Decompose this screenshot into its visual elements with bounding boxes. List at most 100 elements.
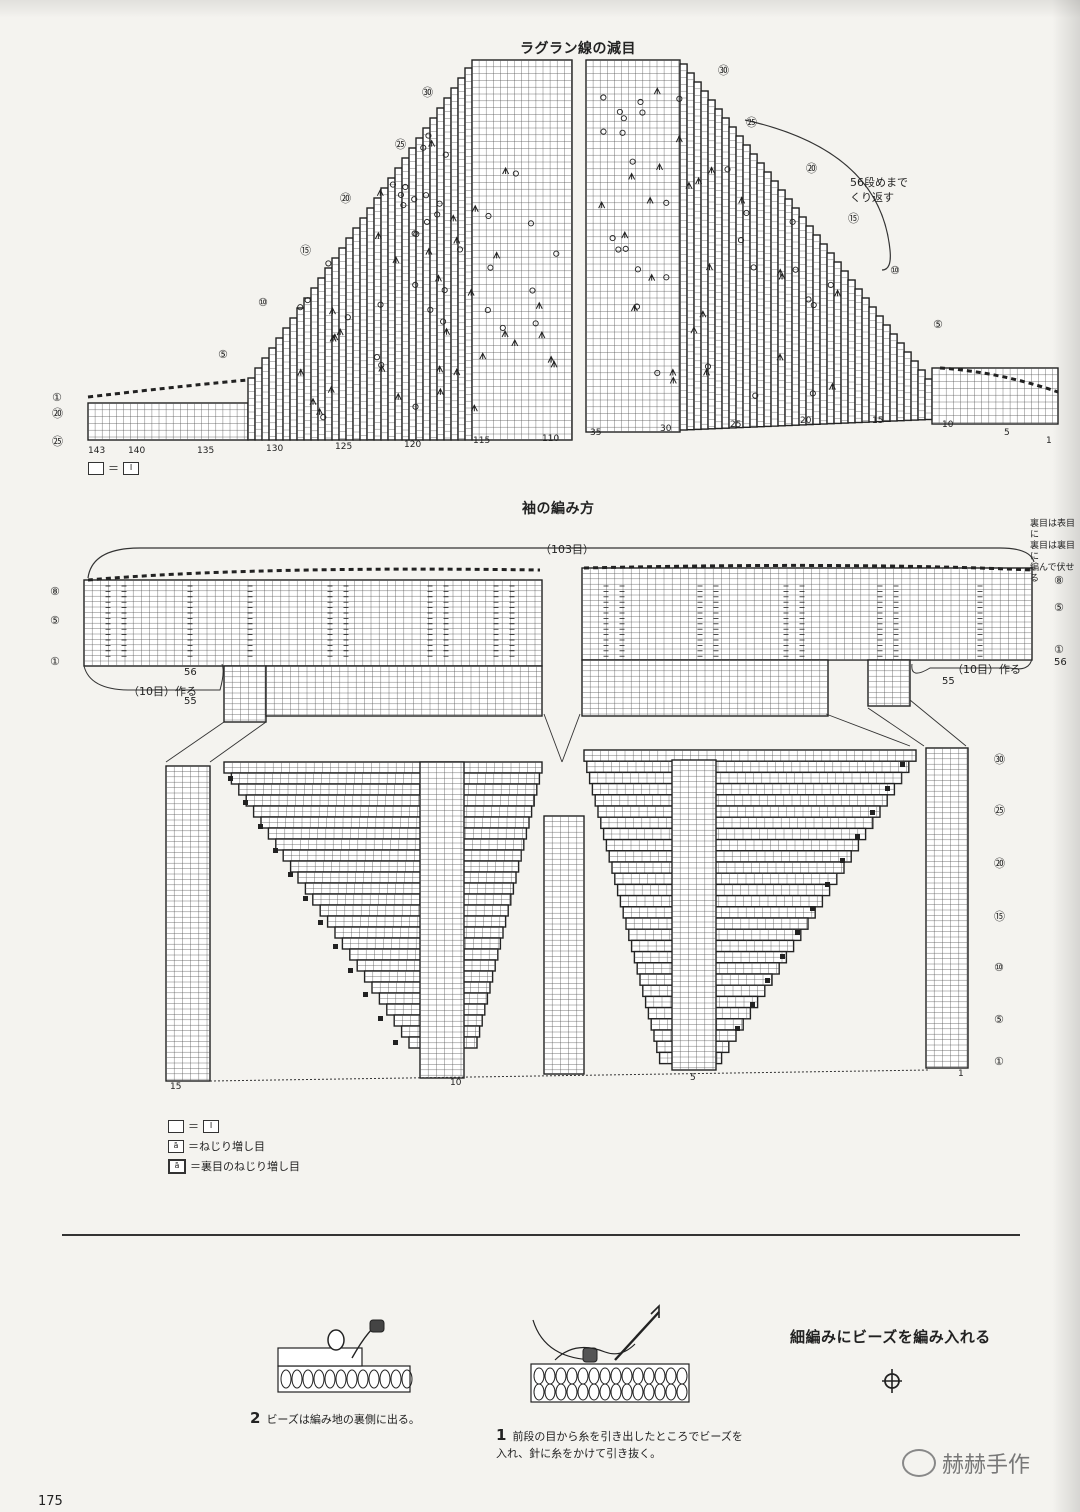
sleeve-lower-col-left: [165, 765, 211, 1082]
sleeve-stitch-number: 15: [170, 1082, 182, 1092]
bead-step2-caption: 2 ビーズは編み地の裏側に出る。: [250, 1410, 420, 1428]
increase-symbol: [258, 824, 263, 829]
decrease-symbol: [502, 166, 510, 175]
sleeve-left-tri-row: [223, 761, 543, 774]
step-number: 2: [250, 1409, 261, 1427]
decrease-symbol: [435, 274, 442, 282]
raglan-row-marker: ⑩: [258, 296, 268, 309]
raglan-left-step: [401, 157, 410, 441]
sleeve-left-tri-row: [275, 838, 525, 851]
increase-symbol: [825, 882, 830, 887]
raglan-left-step: [310, 287, 319, 441]
raglan-stitch-number: 35: [590, 428, 602, 438]
sleeve-row-55-right: 55: [942, 676, 955, 687]
increase-symbol: [795, 930, 800, 935]
raglan-left-base: [87, 402, 249, 441]
sleeve-width-bracket: [87, 547, 1035, 579]
increase-symbol: [243, 800, 248, 805]
sleeve-left-tri-row: [319, 904, 509, 917]
increase-symbol: [363, 992, 368, 997]
yarn-over-symbol: [325, 260, 332, 267]
decrease-symbol: [646, 196, 654, 204]
decrease-symbol: [336, 328, 344, 336]
raglan-left-step: [352, 227, 361, 441]
sleeve-right-tri-row: [622, 906, 816, 919]
yarn-over-symbol: [441, 287, 448, 294]
raglan-left-step: [303, 297, 312, 441]
yarn-over-symbol: [297, 304, 304, 311]
raglan-left-step: [429, 117, 438, 441]
sleeve-stitch-number: 1: [958, 1069, 964, 1079]
step-text: ビーズは編み地の裏側に出る。: [266, 1413, 420, 1426]
sleeve-bead-row-right: [583, 563, 1033, 572]
yarn-over-symbol: [676, 95, 683, 102]
stitch-loop: [566, 1383, 578, 1401]
sleeve-row-marker: ⑧: [50, 585, 60, 598]
yarn-over-symbol: [737, 237, 745, 244]
raglan-stitch-number: 15: [872, 416, 884, 426]
raglan-left-step: [443, 97, 452, 441]
decrease-symbol: [443, 327, 451, 335]
decrease-symbol: [628, 172, 636, 180]
raglan-left-step: [261, 357, 270, 441]
increase-symbol: [765, 978, 770, 983]
sleeve-right-tri-row: [605, 838, 860, 852]
increase-symbol: [885, 786, 890, 791]
raglan-right-step: [798, 216, 807, 426]
raglan-bead-row-left: [87, 378, 249, 399]
yarn-over-symbol: [654, 369, 661, 376]
sleeve-row-marker: ㉚: [994, 753, 1005, 766]
decrease-symbol: [327, 385, 335, 393]
raglan-left-step: [247, 377, 256, 441]
sleeve-row-marker: ⑤: [50, 614, 60, 627]
raglan-repeat-bracket: [744, 119, 891, 271]
raglan-row-marker: ⑩: [890, 264, 900, 277]
raglan-left-step: [450, 87, 459, 441]
decrease-symbol: [675, 135, 683, 143]
decrease-symbol: [738, 196, 746, 204]
yarn-over-symbol: [440, 318, 447, 325]
yarn-over-symbol: [629, 158, 636, 165]
sleeve-right-tri-row: [591, 782, 896, 796]
sleeve-chart: [83, 547, 1035, 1082]
stitch-loop: [280, 1369, 292, 1389]
stitch-loop: [632, 1383, 644, 1401]
sleeve-left-tri-row: [238, 783, 538, 796]
decrease-symbol: [501, 329, 509, 338]
increase-symbol: [378, 1016, 383, 1021]
sleeve-row-marker: ⑩: [994, 961, 1004, 974]
yarn-over-symbol: [704, 363, 712, 370]
sleeve-left-tri-col: [419, 761, 465, 1079]
sleeve-title: 袖の編み方: [522, 501, 595, 517]
blank-cell-icon: [88, 461, 104, 475]
yarn-over-symbol: [639, 109, 646, 116]
raglan-stitch-number: 130: [266, 444, 284, 454]
legend-knit: ＝ I: [168, 1118, 219, 1134]
raglan-right-step: [721, 117, 730, 429]
stitch-loop: [346, 1369, 358, 1389]
page-number: 175: [38, 1494, 63, 1509]
yarn-over-symbol: [427, 306, 434, 313]
raglan-row-marker: ⑤: [933, 318, 943, 331]
yarn-over-symbol: [397, 191, 404, 198]
stitch-loop: [610, 1383, 622, 1401]
raglan-right-step: [714, 108, 723, 430]
sleeve-caston-left: （10目）作る: [128, 685, 197, 698]
decrease-symbol: [630, 303, 638, 312]
watermark: 赫赫手作: [902, 1447, 1030, 1479]
yarn-over-symbol: [620, 115, 627, 122]
legend-twisted-increase: ā ＝ねじり増し目: [168, 1138, 265, 1154]
raglan-stitch-number: 110: [542, 434, 560, 444]
sleeve-row-marker: ⑳: [994, 857, 1005, 870]
yarn-over-symbol: [420, 144, 427, 151]
sleeve-right-tri-row: [588, 771, 903, 785]
decrease-symbol: [535, 301, 543, 309]
decrease-symbol: [471, 204, 479, 212]
sleeve-lower-col-right: [925, 747, 969, 1069]
raglan-stitch-number: 115: [473, 436, 491, 446]
raglan-left-step: [380, 187, 389, 441]
yarn-over-symbol: [637, 98, 644, 106]
decrease-symbol: [449, 214, 457, 222]
sleeve-caston-curve-right: [911, 657, 1033, 674]
